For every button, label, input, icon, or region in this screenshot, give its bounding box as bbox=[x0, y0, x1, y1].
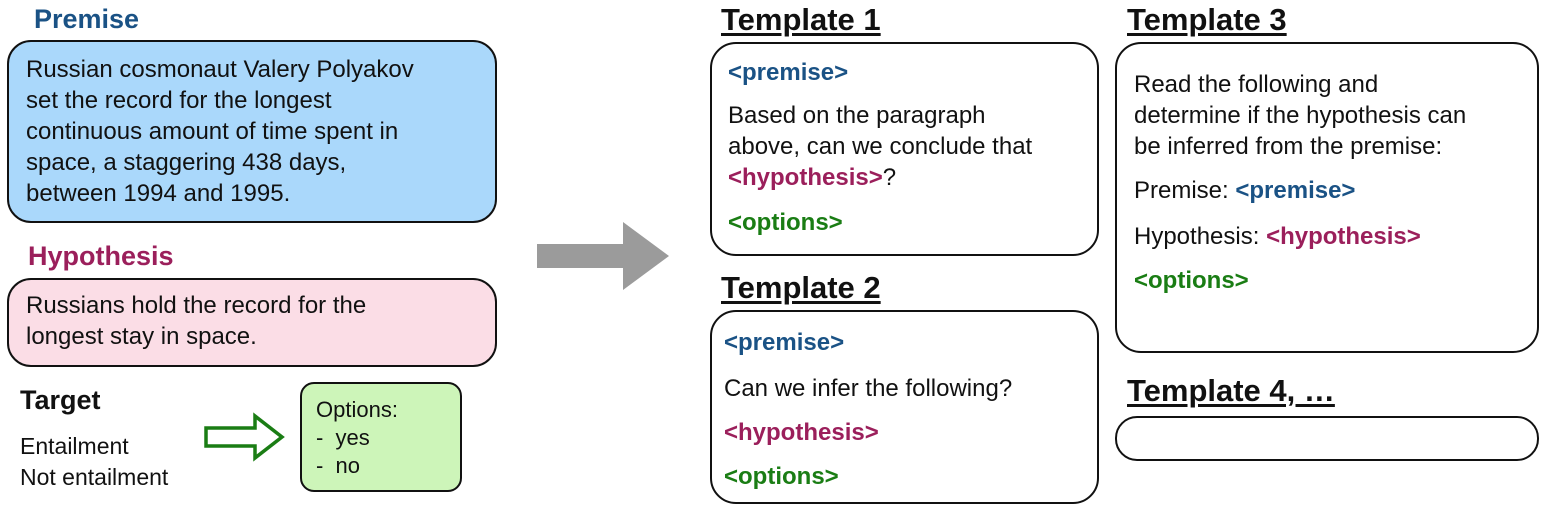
target-item: Not entailment bbox=[20, 464, 169, 490]
template-1-box: <premise> Based on the paragraph above, … bbox=[710, 42, 1099, 256]
options-box-item: - yes bbox=[316, 425, 370, 450]
template-1-hypothesis-line: <hypothesis>? bbox=[728, 162, 896, 193]
target-heading: Target bbox=[20, 385, 101, 415]
template-3-premise-placeholder: <premise> bbox=[1235, 177, 1356, 204]
template-3-premise-label: Premise: bbox=[1134, 177, 1236, 204]
template-3-title: Template 3 bbox=[1127, 2, 1287, 37]
template-3-box: Read the following and determine if the … bbox=[1115, 42, 1539, 353]
template-1-text-line: above, can we conclude that bbox=[728, 133, 1033, 160]
premise-line: Russian cosmonaut Valery Polyakov bbox=[26, 56, 414, 83]
template-3-text-line: determine if the hypothesis can bbox=[1134, 102, 1467, 129]
hypothesis-box: Russians hold the record for the longest… bbox=[7, 278, 497, 367]
template-1-question-mark: ? bbox=[882, 164, 897, 191]
template-2-premise-placeholder: <premise> bbox=[724, 329, 845, 356]
target-list: Entailment Not entailment bbox=[20, 431, 168, 493]
hypothesis-text: Russians hold the record for the longest… bbox=[26, 290, 366, 352]
premise-line: between 1994 and 1995. bbox=[26, 180, 291, 207]
template-3-hypothesis-line: Hypothesis: <hypothesis> bbox=[1134, 221, 1421, 252]
big-arrow-icon bbox=[537, 222, 669, 290]
template-3-options-placeholder: <options> bbox=[1134, 267, 1249, 294]
template-3-text-line: Read the following and bbox=[1134, 71, 1379, 98]
template-1-title: Template 1 bbox=[721, 2, 881, 37]
template-1-text-line: Based on the paragraph bbox=[728, 102, 986, 129]
options-box: Options: - yes - no bbox=[300, 382, 462, 492]
template-3-hypothesis-placeholder: <hypothesis> bbox=[1266, 223, 1421, 250]
target-item: Entailment bbox=[20, 433, 129, 459]
template-2-hypothesis-placeholder: <hypothesis> bbox=[724, 419, 879, 446]
template-2-options-placeholder: <options> bbox=[724, 463, 839, 490]
target-arrow-icon bbox=[204, 412, 285, 462]
template-1-options-placeholder: <options> bbox=[728, 209, 843, 236]
hypothesis-heading: Hypothesis bbox=[28, 241, 174, 271]
hypothesis-line: Russians hold the record for the bbox=[26, 292, 367, 319]
premise-box: Russian cosmonaut Valery Polyakov set th… bbox=[7, 40, 497, 223]
template-3-text-line: be inferred from the premise: bbox=[1134, 133, 1443, 160]
hypothesis-line: longest stay in space. bbox=[26, 323, 257, 350]
options-box-title: Options: bbox=[316, 397, 398, 422]
template-1-hypothesis-placeholder: <hypothesis> bbox=[728, 164, 883, 191]
template-4-title: Template 4, … bbox=[1127, 373, 1335, 408]
template-1-premise-placeholder: <premise> bbox=[728, 59, 849, 86]
template-2-box: <premise> Can we infer the following? <h… bbox=[710, 310, 1099, 504]
premise-line: space, a staggering 438 days, bbox=[26, 149, 347, 176]
premise-line: set the record for the longest bbox=[26, 87, 332, 114]
template-4-box bbox=[1115, 416, 1539, 461]
template-3-premise-line: Premise: <premise> bbox=[1134, 175, 1355, 206]
template-2-question: Can we infer the following? bbox=[724, 375, 1013, 402]
template-2-title: Template 2 bbox=[721, 270, 881, 305]
options-box-text: Options: - yes - no bbox=[316, 396, 398, 480]
premise-heading: Premise bbox=[34, 4, 140, 34]
premise-line: continuous amount of time spent in bbox=[26, 118, 399, 145]
premise-text: Russian cosmonaut Valery Polyakov set th… bbox=[26, 54, 414, 209]
template-3-hypothesis-label: Hypothesis: bbox=[1134, 223, 1267, 250]
options-box-item: - no bbox=[316, 453, 361, 478]
